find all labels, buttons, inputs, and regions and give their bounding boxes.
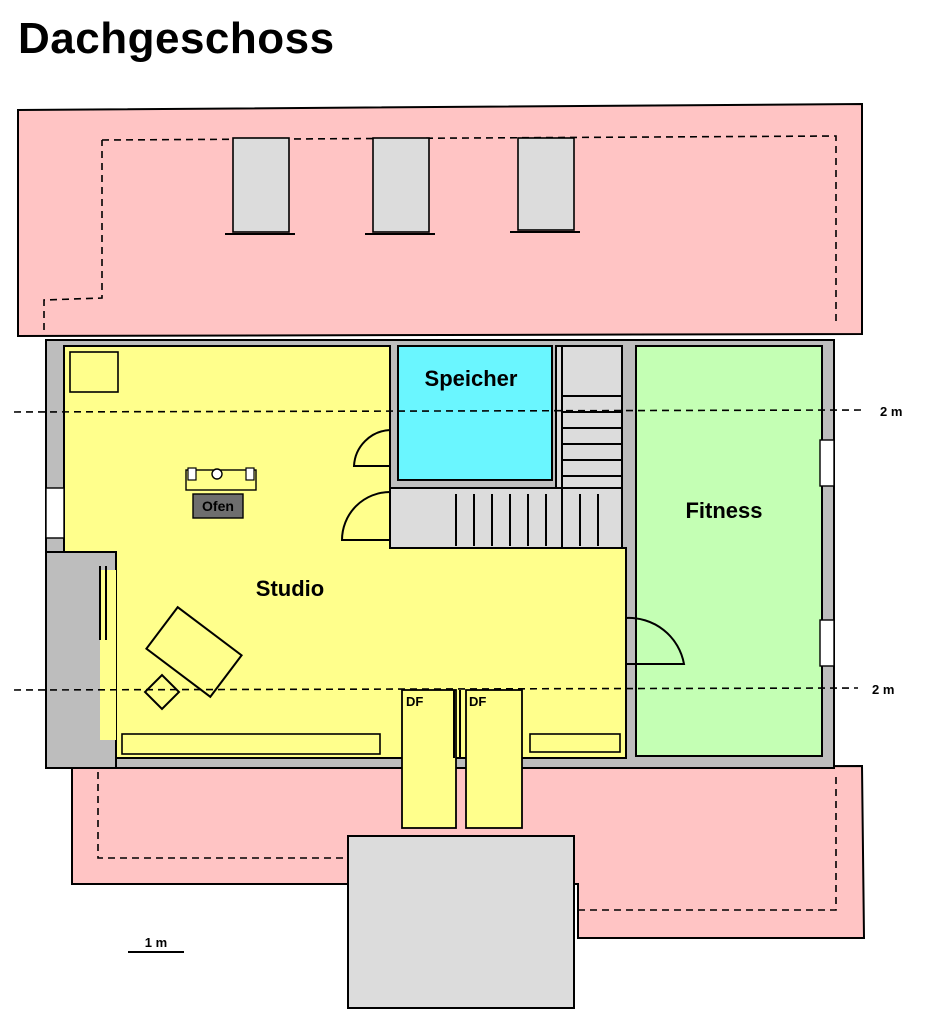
plan-title: Dachgeschoss — [18, 14, 335, 63]
skylight — [517, 137, 575, 231]
roof-window-2 — [465, 689, 523, 829]
height-mark-upper: 2 m — [880, 404, 902, 419]
roof-window-2-label: DF — [469, 694, 486, 709]
skylight — [232, 137, 290, 233]
fitness-area — [635, 345, 823, 757]
room-label-studio: Studio — [256, 576, 324, 601]
roof-window-1 — [401, 689, 457, 829]
furniture — [69, 351, 621, 755]
room-label-speicher: Speicher — [425, 366, 518, 391]
scale-bar: 1 m — [128, 935, 184, 953]
staircase — [389, 345, 623, 549]
ofen: Ofen — [192, 493, 244, 519]
room-label-fitness: Fitness — [685, 498, 762, 523]
windows — [45, 439, 835, 667]
dormer-box — [347, 835, 575, 1009]
ofen-box — [192, 493, 244, 519]
scale-bar-label: 1 m — [145, 935, 167, 950]
roof-windows: DF DF — [401, 689, 523, 829]
roof-window-1-label: DF — [406, 694, 423, 709]
height-mark-lower: 2 m — [872, 682, 894, 697]
height-line-upper — [13, 409, 865, 413]
doors — [340, 429, 686, 665]
ofen-label: Ofen — [202, 498, 234, 514]
upper-roof — [17, 102, 863, 338]
speicher-area — [397, 345, 553, 481]
skylight — [372, 137, 430, 233]
height-line-lower — [13, 687, 859, 691]
